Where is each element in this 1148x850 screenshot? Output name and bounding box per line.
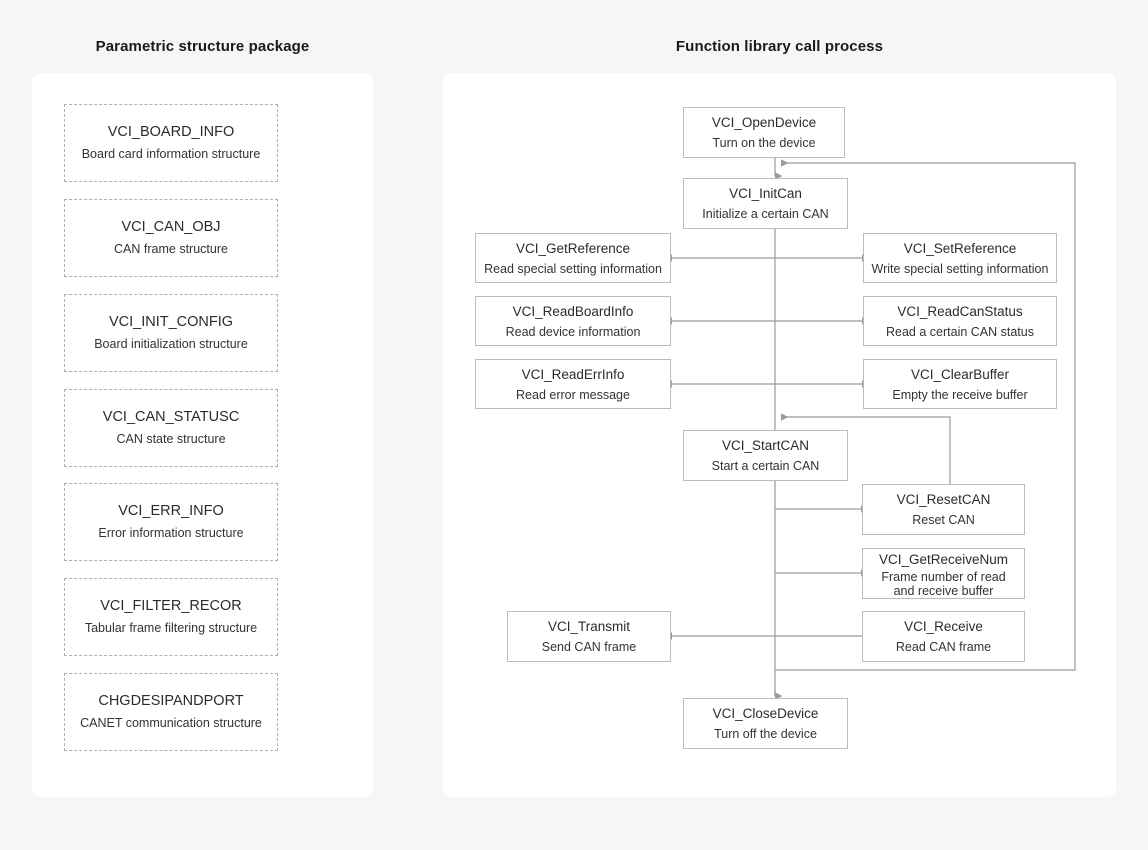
flow-name: VCI_ReadCanStatus [897, 303, 1023, 319]
flow-name: VCI_SetReference [903, 240, 1017, 256]
flow-desc: Read CAN frame [895, 640, 992, 654]
flow-box-vci-resetcan[interactable]: VCI_ResetCAN Reset CAN [862, 484, 1025, 535]
flow-desc: Read device information [505, 324, 641, 339]
flow-desc: Turn off the device [714, 727, 817, 741]
flow-box-vci-readboardinfo[interactable]: VCI_ReadBoardInfo Read device informatio… [475, 296, 671, 346]
struct-name: VCI_CAN_OBJ [121, 219, 221, 235]
struct-desc: CANET communication structure [80, 716, 262, 730]
flow-box-vci-getreference[interactable]: VCI_GetReference Read special setting in… [475, 233, 671, 283]
struct-box-vci-can-obj[interactable]: VCI_CAN_OBJ CAN frame structure [64, 199, 278, 277]
flow-desc: Turn on the device [712, 136, 816, 150]
flow-box-vci-startcan[interactable]: VCI_StartCAN Start a certain CAN [683, 430, 848, 481]
flow-name: VCI_ReadErrInfo [521, 366, 625, 382]
flow-desc: Empty the receive buffer [892, 387, 1028, 402]
flow-name: VCI_GetReceiveNum [878, 551, 1009, 567]
flow-desc: Initialize a certain CAN [702, 207, 829, 221]
struct-desc: Tabular frame filtering structure [84, 621, 258, 635]
struct-name: VCI_BOARD_INFO [107, 124, 235, 140]
flow-name: VCI_StartCAN [721, 438, 810, 453]
flow-box-vci-getreceivenum[interactable]: VCI_GetReceiveNum Frame number of read a… [862, 548, 1025, 599]
flow-name: VCI_Transmit [547, 619, 630, 634]
flow-name: VCI_CloseDevice [712, 706, 819, 721]
struct-desc: CAN frame structure [114, 242, 228, 256]
flow-box-vci-clearbuffer[interactable]: VCI_ClearBuffer Empty the receive buffer [863, 359, 1057, 409]
flow-box-vci-receive[interactable]: VCI_Receive Read CAN frame [862, 611, 1025, 662]
flow-name: VCI_Receive [904, 619, 983, 634]
flow-name: VCI_GetReference [515, 240, 631, 256]
struct-name: VCI_ERR_INFO [118, 503, 224, 519]
struct-name: VCI_FILTER_RECOR [100, 598, 242, 614]
flow-box-vci-readcanstatus[interactable]: VCI_ReadCanStatus Read a certain CAN sta… [863, 296, 1057, 346]
struct-box-vci-board-info[interactable]: VCI_BOARD_INFO Board card information st… [64, 104, 278, 182]
flow-desc: Frame number of read and receive buffer [881, 569, 1006, 598]
flow-name: VCI_InitCan [729, 186, 802, 201]
struct-box-vci-can-statusc[interactable]: VCI_CAN_STATUSC CAN state structure [64, 389, 278, 467]
flow-desc: Reset CAN [912, 513, 975, 527]
struct-name: VCI_CAN_STATUSC [102, 409, 240, 425]
flow-desc: Send CAN frame [541, 640, 637, 654]
struct-desc: Board initialization structure [94, 337, 248, 351]
struct-box-vci-err-info[interactable]: VCI_ERR_INFO Error information structure [64, 483, 278, 561]
flow-desc: Write special setting information [871, 261, 1049, 276]
struct-desc: Board card information structure [81, 147, 261, 161]
struct-name: CHGDESIPANDPORT [98, 693, 244, 709]
flow-desc: Read error message [516, 387, 630, 402]
flow-desc: Read a certain CAN status [886, 324, 1034, 339]
flow-box-vci-transmit[interactable]: VCI_Transmit Send CAN frame [507, 611, 671, 662]
struct-desc: Error information structure [98, 526, 244, 540]
struct-name: VCI_INIT_CONFIG [108, 314, 234, 330]
struct-box-chgdesipandport[interactable]: CHGDESIPANDPORT CANET communication stru… [64, 673, 278, 751]
flow-box-vci-initcan[interactable]: VCI_InitCan Initialize a certain CAN [683, 178, 848, 229]
panel-title-parametric-structure-package: Parametric structure package [95, 38, 310, 55]
flow-desc: Start a certain CAN [711, 459, 820, 473]
flow-name: VCI_ReadBoardInfo [512, 303, 634, 319]
struct-desc: CAN state structure [116, 432, 226, 446]
flow-desc: Read special setting information [484, 261, 662, 276]
panel-title-function-library-call-process: Function library call process [675, 38, 884, 55]
struct-box-vci-filter-recor[interactable]: VCI_FILTER_RECOR Tabular frame filtering… [64, 578, 278, 656]
flow-name: VCI_ClearBuffer [910, 366, 1010, 382]
struct-box-vci-init-config[interactable]: VCI_INIT_CONFIG Board initialization str… [64, 294, 278, 372]
flow-box-vci-closedevice[interactable]: VCI_CloseDevice Turn off the device [683, 698, 848, 749]
flow-box-vci-setreference[interactable]: VCI_SetReference Write special setting i… [863, 233, 1057, 283]
flow-box-vci-opendevice[interactable]: VCI_OpenDevice Turn on the device [683, 107, 845, 158]
flow-name: VCI_ResetCAN [896, 492, 991, 507]
flow-name: VCI_OpenDevice [711, 115, 817, 130]
flow-box-vci-readerrinfo[interactable]: VCI_ReadErrInfo Read error message [475, 359, 671, 409]
